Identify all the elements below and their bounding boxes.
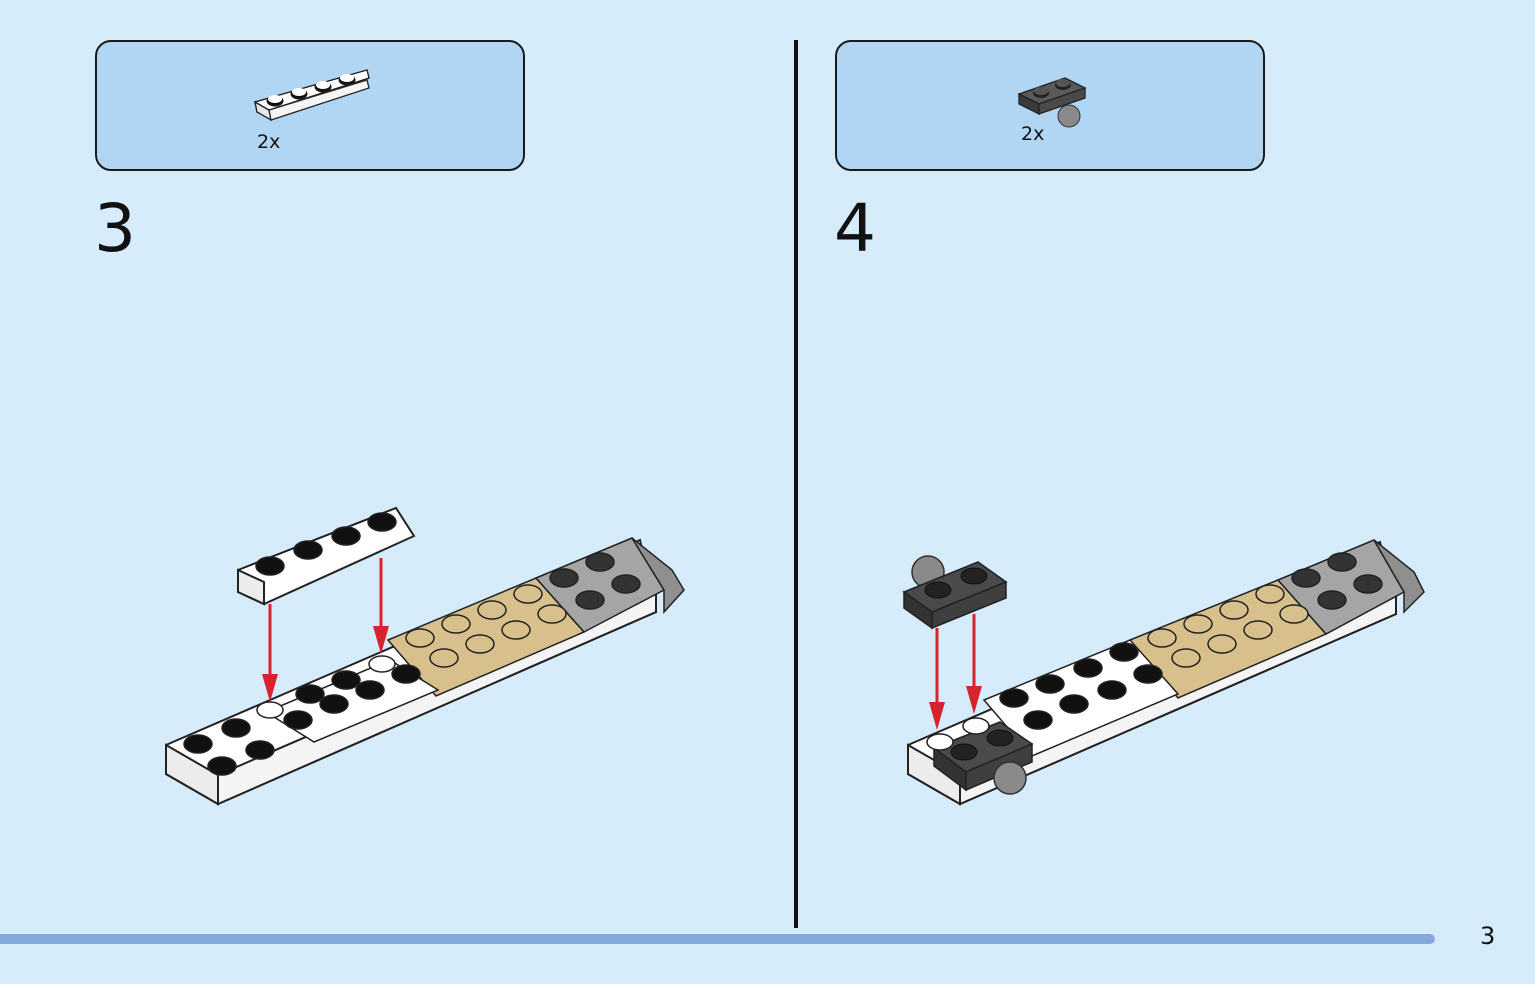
down-arrow-icon <box>929 628 945 730</box>
page-divider <box>794 40 798 928</box>
step-4-assembly-illustration <box>902 539 1425 806</box>
dark-gray-1x2-plate-with-ball-icon <box>1017 77 1087 128</box>
part-quantity: 2x <box>1021 123 1045 145</box>
down-arrow-icon <box>262 604 278 702</box>
part-quantity: 2x <box>257 131 281 153</box>
down-arrow-icon <box>373 558 389 654</box>
white-1x4-plate-icon <box>253 69 370 122</box>
page-number: 3 <box>1480 922 1496 950</box>
parts-callout-step-4: 2x <box>835 40 1265 171</box>
down-arrow-icon <box>966 614 982 714</box>
step-number: 3 <box>94 190 136 267</box>
progress-bar <box>0 934 1435 944</box>
step-3-assembly-illustration <box>165 506 685 806</box>
parts-callout-step-3: 2x <box>95 40 525 171</box>
step-number: 4 <box>834 190 876 267</box>
